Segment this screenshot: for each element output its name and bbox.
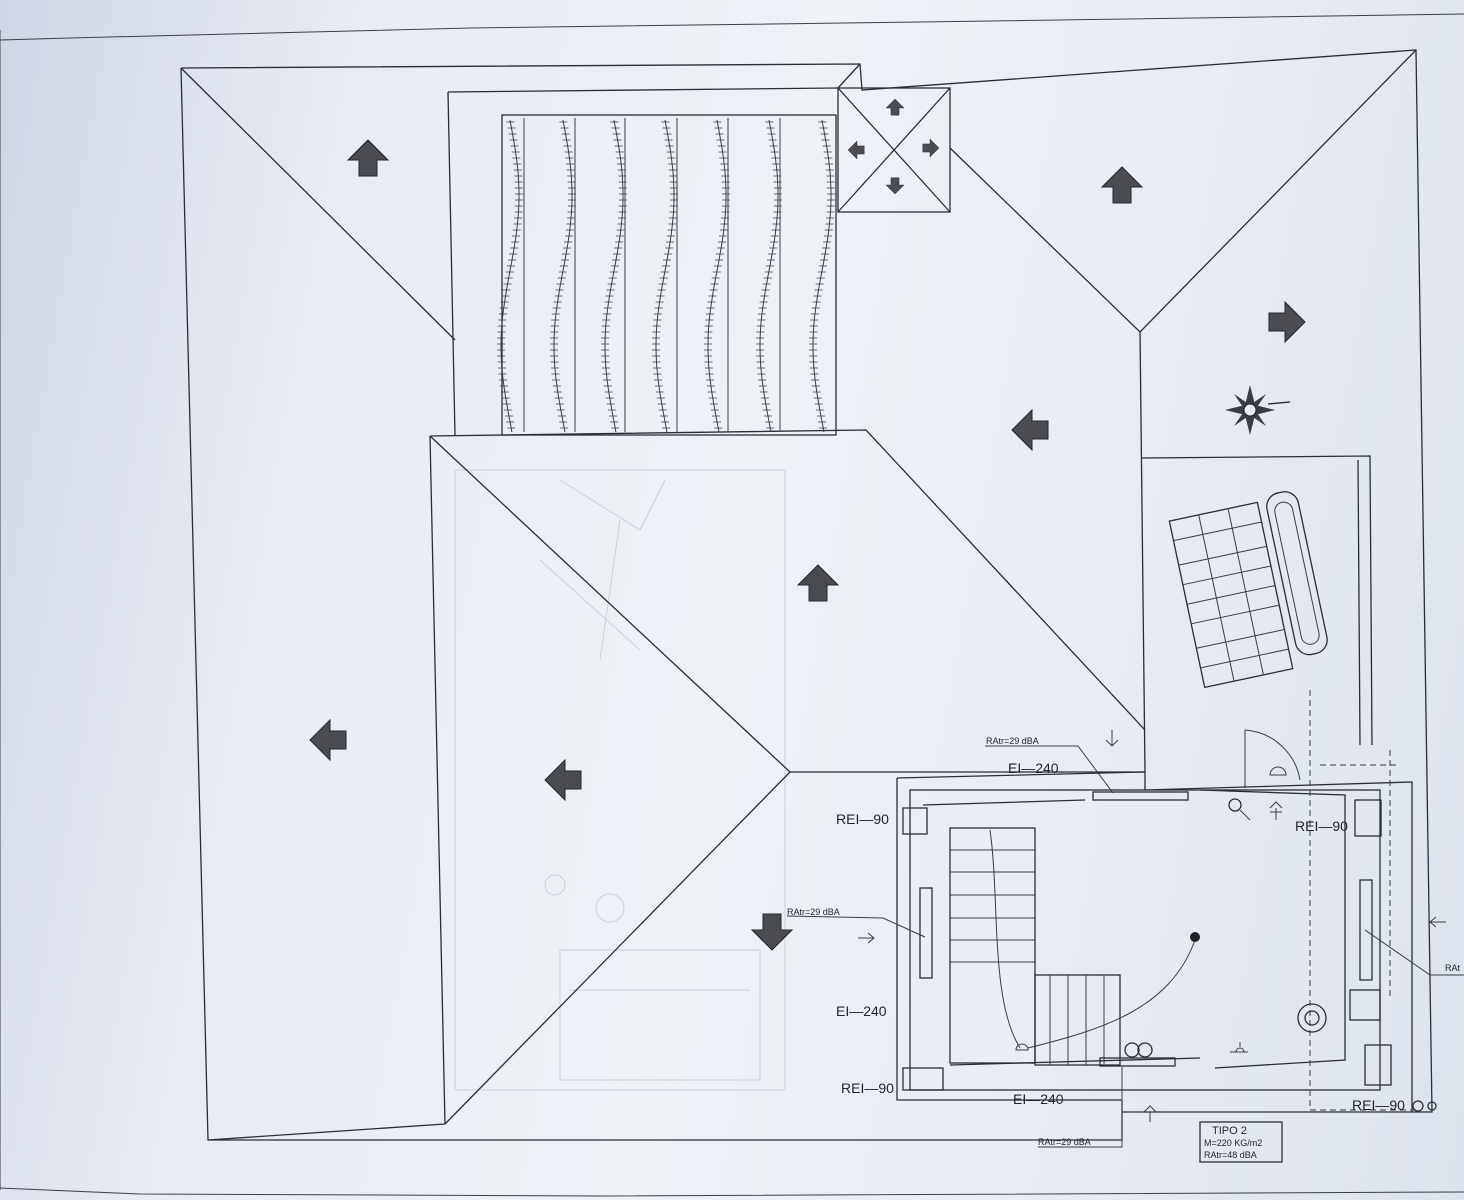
roof-slope-arrow <box>1100 166 1144 204</box>
roof-slope-arrow <box>796 564 840 602</box>
acoustic-label: RAtr=29 dBA <box>986 736 1039 746</box>
vine-hatch <box>756 121 782 429</box>
stair-core <box>896 690 1437 1113</box>
slatted-area <box>497 114 837 436</box>
vine-hatch <box>652 121 678 429</box>
vine-line <box>812 119 832 433</box>
roof-slope-arrow <box>847 140 865 160</box>
fire-rating-labels: REI—90 REI—90 REI—90 REI—90 EI—240 EI—24… <box>787 736 1461 1147</box>
roof-slope-arrow <box>544 758 582 802</box>
roof-slope-arrow <box>750 913 794 951</box>
roof-slope-arrow <box>346 139 390 177</box>
leader-lines <box>786 730 1464 1148</box>
roof-slope-arrow <box>885 98 905 116</box>
vine-line <box>553 119 573 433</box>
roof-slope-arrow <box>885 177 905 195</box>
solar-panel-array <box>1168 491 1328 689</box>
legend-mass: M=220 KG/m2 <box>1204 1138 1262 1148</box>
roof-outline <box>180 49 1433 1141</box>
rei-label: REI—90 <box>1352 1097 1405 1113</box>
vine-hatch <box>601 121 627 429</box>
wall-type-legend: TIPO 2 M=220 KG/m2 RAtr=48 dBA <box>1199 1121 1283 1163</box>
acoustic-label: RAt <box>1445 963 1461 973</box>
sheet-border <box>0 13 1464 1197</box>
ei-label: EI—240 <box>1013 1091 1064 1107</box>
climbing-vines <box>497 119 835 433</box>
vine-line <box>707 119 727 433</box>
rei-label: REI—90 <box>841 1080 894 1096</box>
north-compass-icon <box>1225 385 1291 435</box>
rei-label: REI—90 <box>1295 818 1348 834</box>
roof-slope-arrow <box>1268 300 1306 344</box>
ghost-floor-lines <box>454 469 786 1091</box>
acoustic-label: RAtr=29 dBA <box>1038 1137 1091 1147</box>
vine-line <box>655 119 675 433</box>
vine-hatch <box>550 121 576 429</box>
vine-hatch <box>497 121 523 429</box>
vine-hatch <box>809 121 835 429</box>
slope-arrows <box>309 98 1306 951</box>
acoustic-label: RAtr=29 dBA <box>787 907 840 917</box>
roof-slope-arrow <box>309 718 347 762</box>
roof-slope-arrow <box>1011 408 1049 452</box>
legend-acoustic: RAtr=48 dBA <box>1204 1150 1257 1160</box>
ei-label: EI—240 <box>836 1003 887 1019</box>
vine-hatch <box>704 121 730 429</box>
ei-label: EI—240 <box>1008 760 1059 776</box>
rei-label: REI—90 <box>836 811 889 827</box>
vine-line <box>604 119 624 433</box>
vine-line <box>759 119 779 433</box>
roof-slope-arrow <box>922 138 940 158</box>
chimney-box <box>837 63 951 213</box>
legend-title: TIPO 2 <box>1212 1125 1247 1137</box>
vine-line <box>500 119 520 433</box>
